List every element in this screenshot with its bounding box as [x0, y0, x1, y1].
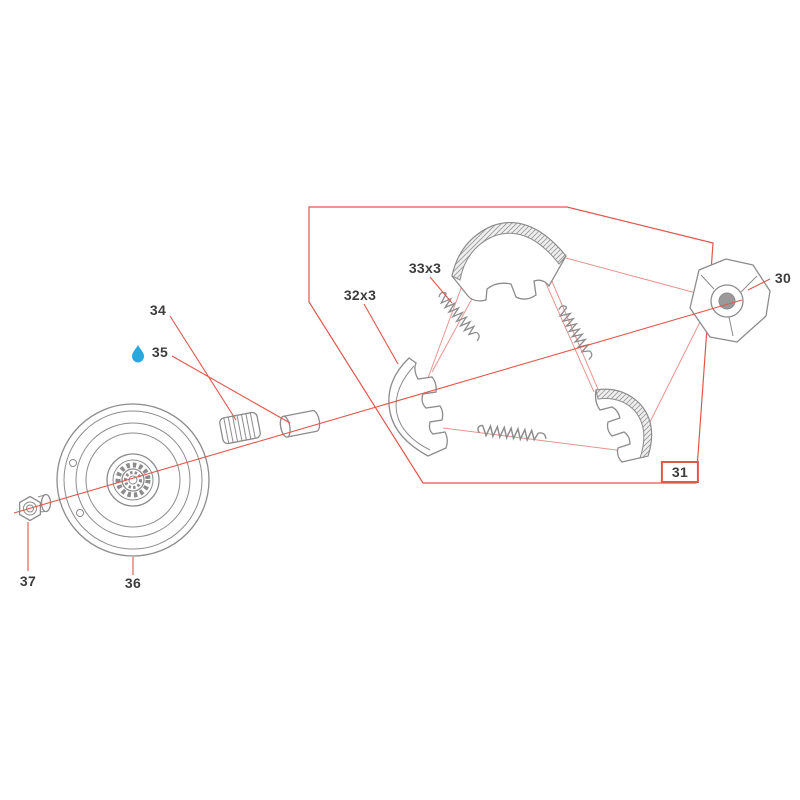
- construction-line: [539, 269, 595, 393]
- construction-line: [565, 257, 697, 294]
- label-part-36: 36: [124, 575, 142, 591]
- needle-bearing: [219, 411, 261, 445]
- construction-line: [427, 282, 464, 379]
- leader-line-34: [169, 315, 237, 421]
- leader-line-32: [363, 303, 399, 365]
- label-part-33: 33x3: [408, 260, 442, 276]
- label-part-32: 32x3: [343, 287, 377, 303]
- leader-lines: [27, 276, 771, 575]
- label-part-30: 30: [774, 270, 792, 286]
- clutch-spring-3: [476, 424, 548, 443]
- label-part-34: 34: [149, 302, 167, 318]
- construction-line: [442, 427, 633, 453]
- label-part-35: 35: [151, 344, 169, 360]
- spacer-sleeve: [279, 409, 321, 438]
- hex-nut: [18, 493, 52, 522]
- oil-droplet-icon: [132, 345, 144, 363]
- assembly-outline-box: [308, 206, 714, 484]
- label-part-37: 37: [19, 573, 37, 589]
- clutch-drum: [56, 403, 210, 557]
- leader-line-30: [747, 278, 771, 291]
- construction-line: [645, 313, 705, 431]
- clutch-shoe-right: [594, 388, 653, 463]
- clutch-shoe-top: [451, 222, 567, 302]
- clutch-hub: [689, 258, 771, 343]
- leader-line-33: [429, 276, 453, 304]
- label-part-31: 31: [660, 461, 700, 483]
- clutch-shoe-left: [388, 357, 448, 457]
- leader-line-35: [171, 355, 291, 424]
- axis-line: [13, 299, 743, 514]
